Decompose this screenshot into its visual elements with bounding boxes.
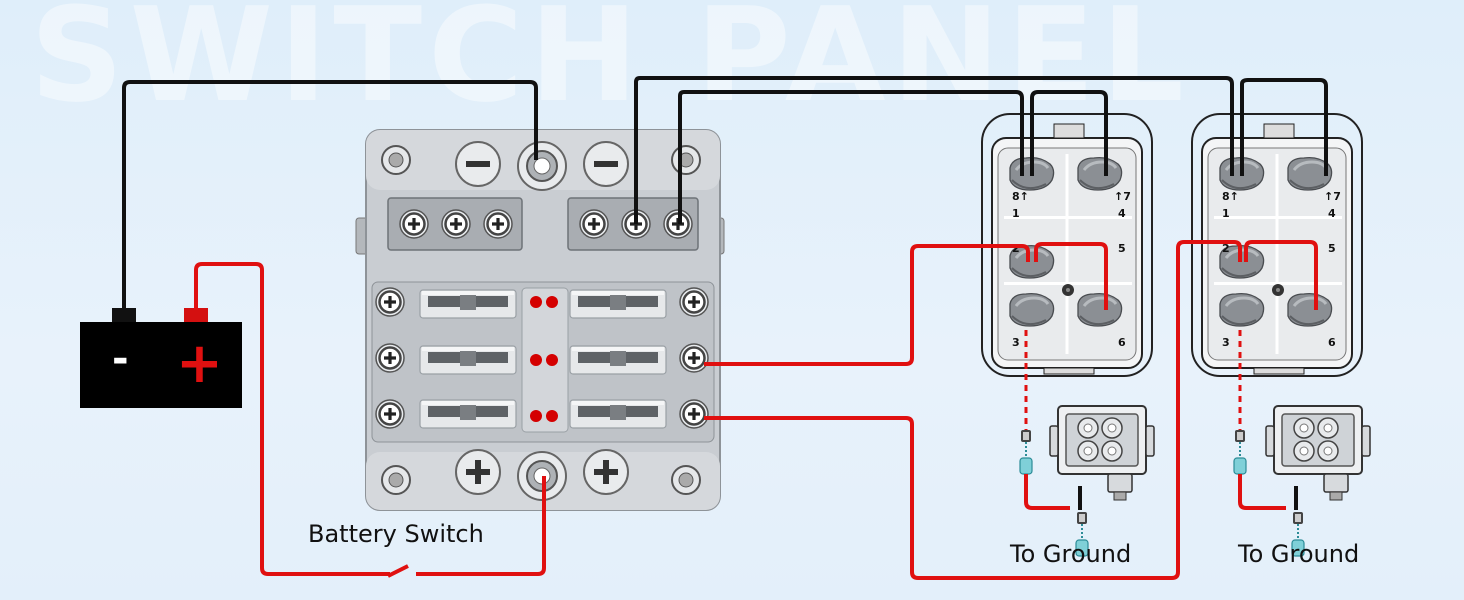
ground-label-1: To Ground xyxy=(1009,540,1131,568)
red-wires xyxy=(194,240,1318,580)
battery-switch-label: Battery Switch xyxy=(308,520,484,548)
rocker-switch-icon xyxy=(1192,114,1362,376)
ground-label-2: To Ground xyxy=(1237,540,1359,568)
wire-connector-icon xyxy=(1233,429,1247,475)
fuse-box-icon xyxy=(355,129,725,511)
battery-icon: - + xyxy=(80,308,242,408)
black-wires xyxy=(122,76,1328,510)
battery-positive-label: + xyxy=(176,331,223,396)
watermark-text: SWITCH PANEL xyxy=(30,0,1190,131)
rocker-switch-2 xyxy=(1192,114,1362,376)
wire-connector-icon xyxy=(1019,429,1033,475)
battery-switch-icon xyxy=(387,564,409,578)
battery-negative-label: - xyxy=(112,336,129,382)
led-light-bar-icon xyxy=(1265,405,1371,501)
led-light-bar-icon xyxy=(1049,405,1155,501)
red-dashed-wires xyxy=(1024,330,1242,430)
